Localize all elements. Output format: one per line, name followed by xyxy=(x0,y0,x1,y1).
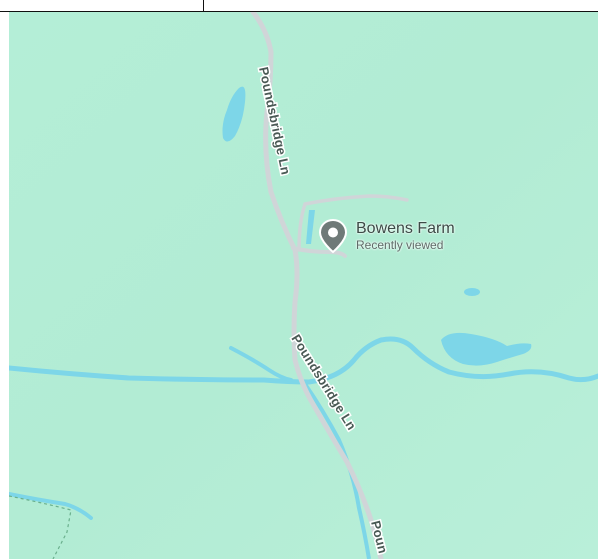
pond-east xyxy=(441,332,532,366)
place-name[interactable]: Bowens Farm xyxy=(356,220,455,237)
top-border-strip xyxy=(0,0,598,12)
land-area xyxy=(9,12,598,559)
road-farm-access xyxy=(291,246,347,258)
track-north xyxy=(297,194,409,252)
water-sliver xyxy=(306,210,315,244)
road-poundsbridge-ln xyxy=(250,12,384,559)
map-canvas[interactable]: Poundsbridge Ln Poundsbridge Ln Poun xyxy=(9,12,598,559)
place-text: Bowens Farm Recently viewed xyxy=(356,218,455,253)
stream-main xyxy=(9,336,598,385)
place-marker-bowens-farm[interactable]: Bowens Farm Recently viewed xyxy=(318,218,455,254)
stream-branch xyxy=(229,346,293,382)
pond-small xyxy=(464,288,480,296)
pond-north xyxy=(222,86,246,142)
boundary-line xyxy=(9,495,72,559)
place-subtitle: Recently viewed xyxy=(356,238,444,252)
map-pin-icon[interactable] xyxy=(318,218,348,254)
stream-southwest xyxy=(9,492,93,520)
top-border-divider xyxy=(203,0,204,12)
